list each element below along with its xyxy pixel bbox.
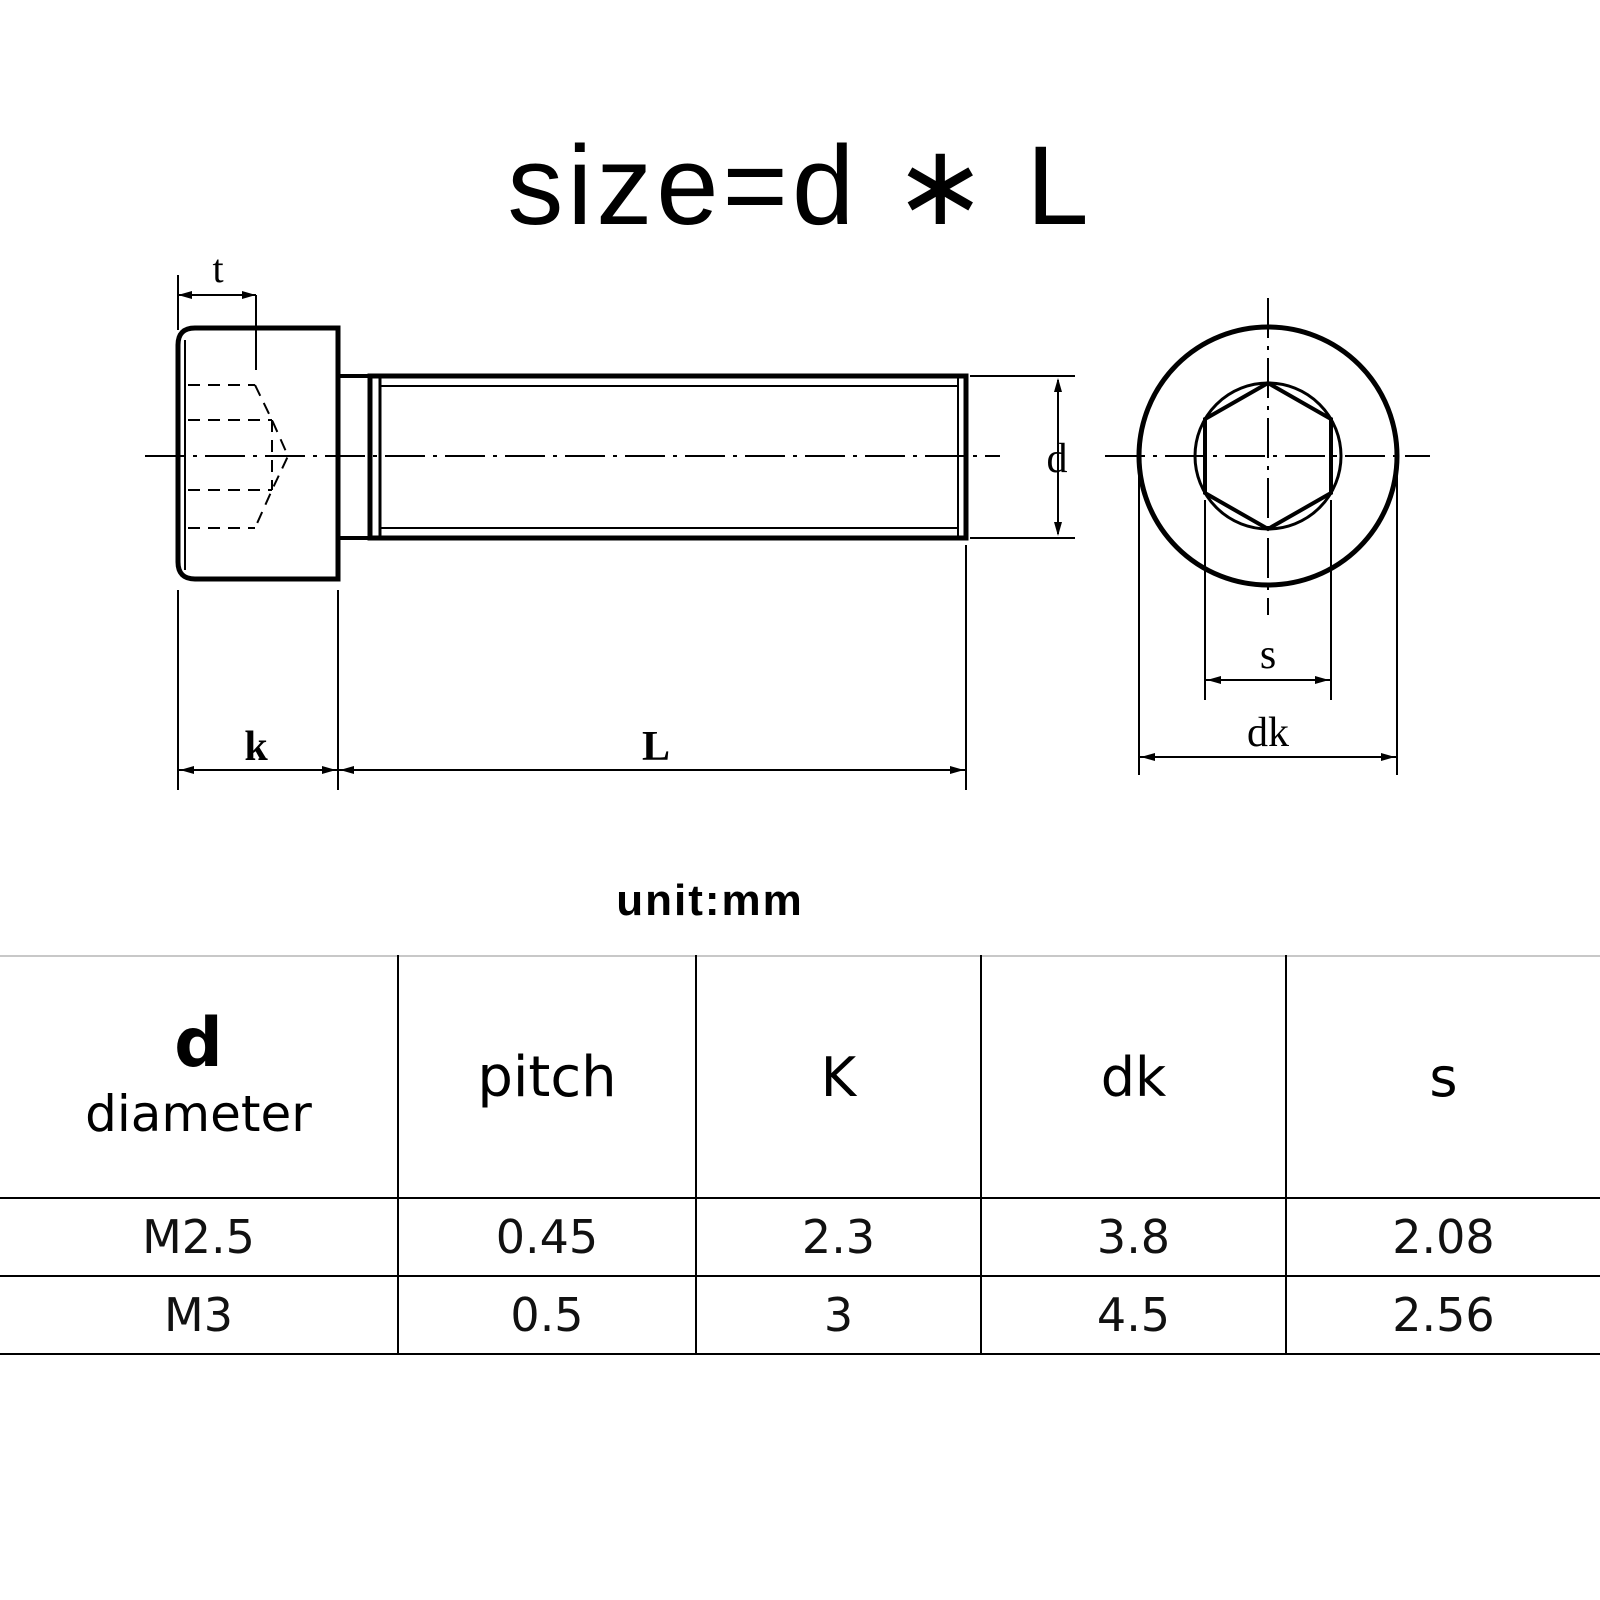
header-pitch: pitch xyxy=(397,955,697,1199)
cell-diameter: M3 xyxy=(0,1275,399,1355)
screw-shank xyxy=(367,373,969,541)
table-row: M2.5 0.45 2.3 3.8 2.08 xyxy=(0,1197,1600,1277)
header-diameter-symbol: d xyxy=(174,1004,223,1084)
t-label: t xyxy=(212,246,223,291)
cell-diameter: M2.5 xyxy=(0,1197,399,1277)
cell-K: 3 xyxy=(695,1275,982,1355)
cell-K: 2.3 xyxy=(695,1197,982,1277)
cell-pitch: 0.5 xyxy=(397,1275,697,1355)
specification-table: d diameter pitch K dk s M2.5 0.45 2.3 3.… xyxy=(0,955,1600,1355)
k-label: k xyxy=(244,724,268,770)
cell-s: 2.56 xyxy=(1285,1275,1600,1355)
header-diameter-text: diameter xyxy=(85,1084,312,1143)
cell-dk: 3.8 xyxy=(980,1197,1287,1277)
cell-s: 2.08 xyxy=(1285,1197,1600,1277)
header-dk: dk xyxy=(980,955,1287,1199)
header-diameter: d diameter xyxy=(0,955,399,1199)
header-s: s xyxy=(1285,955,1600,1199)
socket-hidden-lines xyxy=(188,384,290,529)
cell-dk: 4.5 xyxy=(980,1275,1287,1355)
cell-pitch: 0.45 xyxy=(397,1197,697,1277)
d-label: d xyxy=(1047,436,1068,482)
unit-label: unit:mm xyxy=(616,876,804,925)
L-label: L xyxy=(642,724,670,770)
table-row: M3 0.5 3 4.5 2.56 xyxy=(0,1275,1600,1355)
screw-head-outline xyxy=(175,325,341,582)
diagram-title: size=d ∗ L xyxy=(507,123,1093,248)
s-label: s xyxy=(1260,632,1276,678)
dk-label: dk xyxy=(1247,710,1289,756)
table-header-row: d diameter pitch K dk s xyxy=(0,955,1600,1199)
screw-technical-drawing: t d k L s dk xyxy=(145,246,1430,790)
header-K: K xyxy=(695,955,982,1199)
